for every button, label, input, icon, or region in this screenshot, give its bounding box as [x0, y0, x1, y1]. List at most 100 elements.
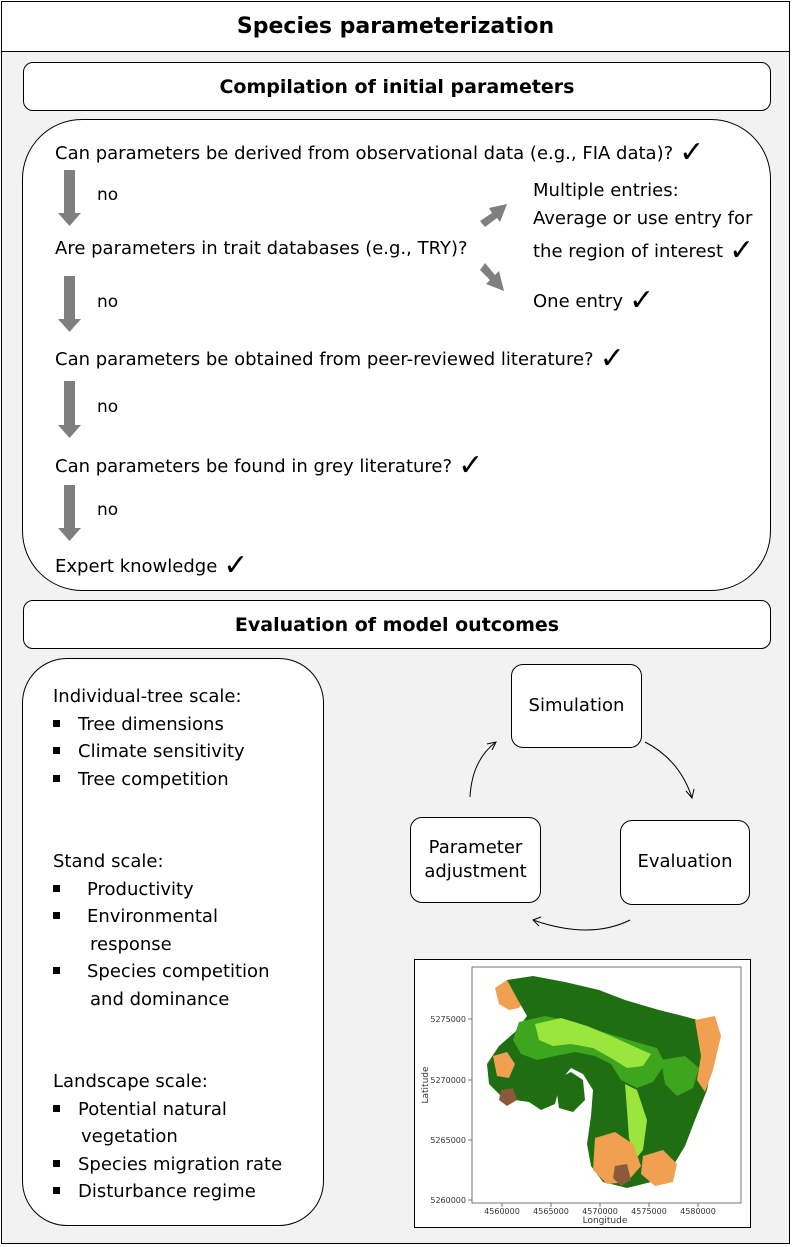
list-item-continuation: response [53, 931, 269, 959]
up-right-arrow-icon [480, 204, 507, 227]
check-icon: ✓ [599, 341, 625, 376]
y-tick-label: 5270000 [430, 1076, 466, 1085]
x-tick-label: 4575000 [631, 1207, 667, 1216]
landscape-scale-title: Landscape scale: [53, 1071, 208, 1092]
expert-knowledge-text: Expert knowledge [55, 556, 218, 577]
evaluation-header: Evaluation of model outcomes [23, 600, 771, 649]
stand-scale-block: Stand scale: Productivity Environmental … [53, 848, 269, 1013]
question-trait-db: Are parameters in trait databases (e.g.,… [55, 238, 468, 259]
one-entry: One entry✓ [533, 286, 654, 316]
multiple-entries-line3: the region of interest✓ [533, 236, 754, 266]
evaluation-box: Evaluation [620, 820, 750, 905]
brown-patch [499, 1088, 517, 1106]
check-icon: ✓ [679, 135, 705, 170]
multiple-entries-line1: Multiple entries: [533, 180, 679, 201]
list-item: Environmental [53, 903, 269, 931]
orange-patch [593, 1132, 641, 1184]
check-icon: ✓ [729, 233, 755, 268]
dark-green-patch [555, 1072, 585, 1112]
diagram-title: Species parameterization [1, 1, 790, 52]
y-tick-label: 5275000 [430, 1015, 466, 1024]
landscape-scale-block: Landscape scale: Potential natural veget… [53, 1068, 282, 1206]
list-item-text: and dominance [90, 988, 230, 1010]
list-item-text: Disturbance regime [78, 1181, 256, 1202]
bullet-icon [53, 1104, 60, 1112]
question-peer-reviewed: Can parameters be obtained from peer-rev… [55, 344, 625, 374]
orange-patch [493, 1052, 515, 1078]
light-green-strip [625, 1084, 647, 1160]
green-patch [661, 1056, 699, 1096]
down-right-arrow-icon [480, 263, 504, 291]
check-icon: ✓ [628, 283, 655, 318]
individual-scale-block: Individual-tree scale: Tree dimensions C… [53, 683, 245, 793]
vegetation-map-patches [487, 976, 721, 1188]
scales-panel [22, 658, 324, 1226]
expert-knowledge: Expert knowledge✓ [55, 551, 248, 581]
list-item-text: Potential natural [78, 1098, 227, 1120]
question-peer-reviewed-text: Can parameters be obtained from peer-rev… [55, 349, 594, 370]
simulation-box: Simulation [511, 664, 642, 748]
cycle-arrow-icon [685, 788, 695, 800]
list-item-continuation: vegetation [53, 1123, 282, 1151]
brown-patch [613, 1164, 631, 1186]
list-item-text: Tree competition [78, 768, 229, 790]
down-arrow-icon [58, 381, 81, 438]
y-tick-label: 5260000 [430, 1196, 466, 1205]
list-item-text: Environmental [87, 906, 218, 927]
multiple-entries-line2: Average or use entry for [533, 208, 753, 229]
list-item: Tree competition [53, 766, 245, 794]
bullet-icon [53, 1187, 60, 1194]
no-label: no [97, 292, 119, 312]
multiple-entries-line3-text: the region of interest [533, 241, 724, 262]
map-plot: 4560000 4565000 4570000 4575000 4580000 … [421, 966, 742, 1226]
light-green-patch [535, 1018, 651, 1068]
list-item: Species migration rate [53, 1151, 282, 1179]
cycle-arrow-icon [532, 919, 631, 931]
parameter-adjustment-line1: Parameter [428, 836, 523, 858]
list-item-text: Climate sensitivity [78, 741, 245, 762]
list-item: Tree dimensions [53, 711, 245, 739]
x-tick-label: 4565000 [533, 1207, 569, 1216]
x-axis-label: Longitude [583, 1216, 628, 1226]
question-observational: Can parameters be derived from observati… [55, 138, 704, 168]
y-tick-label: 5265000 [430, 1136, 466, 1145]
x-tick-label: 4560000 [484, 1207, 520, 1216]
list-item-text: Productivity [87, 878, 194, 900]
cycle-arrow-icon [644, 741, 693, 799]
down-arrow-icon [58, 276, 81, 332]
check-icon: ✓ [223, 548, 249, 583]
compilation-panel [22, 119, 771, 591]
bullet-icon [53, 719, 60, 727]
orange-patch [641, 1150, 677, 1186]
check-icon: ✓ [458, 448, 484, 483]
landscape-map: 4560000 4565000 4570000 4575000 4580000 … [414, 959, 751, 1228]
down-arrow-icon [58, 170, 81, 226]
list-item: Productivity [53, 876, 269, 904]
cycle-arrow-icon [486, 741, 497, 751]
stand-scale-title: Stand scale: [53, 851, 164, 872]
parameter-adjustment-line2: adjustment [424, 861, 527, 882]
bullet-icon [53, 747, 60, 754]
no-label: no [97, 185, 119, 205]
orange-patch [695, 1016, 721, 1092]
x-tick-label: 4580000 [680, 1207, 716, 1216]
bullet-icon [53, 1159, 60, 1167]
bullet-icon [53, 774, 60, 782]
no-label: no [97, 397, 119, 417]
one-entry-text: One entry [533, 291, 623, 312]
cycle-arrow-icon [532, 916, 542, 927]
x-tick-label: 4570000 [582, 1207, 618, 1216]
list-item-text: Species competition [87, 961, 270, 982]
list-item: Disturbance regime [53, 1178, 282, 1206]
list-item: Potential natural [53, 1096, 282, 1124]
list-item-text: response [90, 933, 172, 955]
y-axis-label: Latitude [421, 1066, 431, 1104]
bullet-icon [53, 967, 60, 974]
list-item: Species competition [53, 958, 269, 986]
parameter-adjustment-box: Parameter adjustment [410, 817, 541, 903]
list-item-text: Species migration rate [78, 1153, 283, 1175]
bullet-icon [53, 912, 60, 919]
compilation-header: Compilation of initial parameters [23, 62, 771, 111]
